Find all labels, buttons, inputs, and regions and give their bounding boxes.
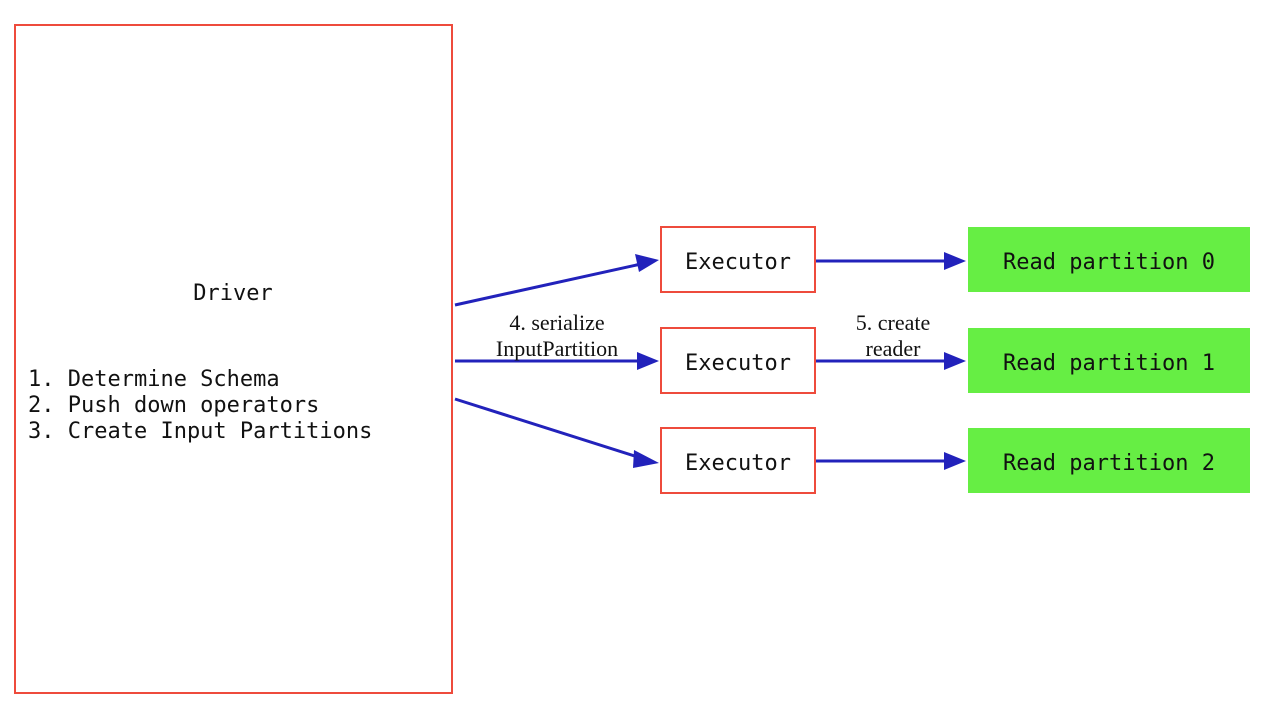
arrowhead-icon — [944, 352, 966, 370]
executor-box-1[interactable] — [660, 226, 816, 293]
arrowhead-icon — [944, 252, 966, 270]
executor-label-1: Executor — [685, 250, 791, 275]
executor-label-2: Executor — [685, 351, 791, 376]
arrowhead-icon — [633, 450, 659, 468]
arrowhead-icon — [944, 452, 966, 470]
edge-label-serialize-line2: InputPartition — [496, 336, 618, 361]
executor-box-2[interactable] — [660, 327, 816, 394]
partition-label-2: Read partition 2 — [1003, 451, 1215, 476]
driver-step-2: 2. Push down operators — [28, 393, 319, 418]
arrowhead-icon — [637, 352, 659, 370]
executor-label-3: Executor — [685, 451, 791, 476]
partition-box-2[interactable] — [968, 428, 1250, 493]
partition-box-1[interactable] — [968, 328, 1250, 393]
edge-executor-1-to-partition-0 — [816, 252, 966, 270]
driver-step-3: 3. Create Input Partitions — [28, 419, 372, 444]
driver-box[interactable] — [14, 24, 453, 694]
edge-executor-3-to-partition-2 — [816, 452, 966, 470]
driver-step-1: 1. Determine Schema — [28, 367, 280, 392]
driver-title: Driver — [193, 281, 272, 306]
edge-executor-2-to-partition-1 — [816, 352, 966, 370]
edge-label-serialize-line1: 4. serialize — [509, 310, 604, 335]
partition-box-0[interactable] — [968, 227, 1250, 292]
edge-driver-to-executor-1 — [454, 254, 659, 307]
edge-driver-to-executor-3 — [454, 397, 659, 468]
edge-driver-to-executor-2 — [455, 352, 659, 370]
edge-label-create-reader-line1: 5. create — [856, 310, 931, 335]
executor-box-3[interactable] — [660, 427, 816, 494]
arrowhead-icon — [635, 254, 659, 272]
partition-label-1: Read partition 1 — [1003, 351, 1215, 376]
partition-label-0: Read partition 0 — [1003, 250, 1215, 275]
edge-label-create-reader-line2: reader — [866, 336, 922, 361]
